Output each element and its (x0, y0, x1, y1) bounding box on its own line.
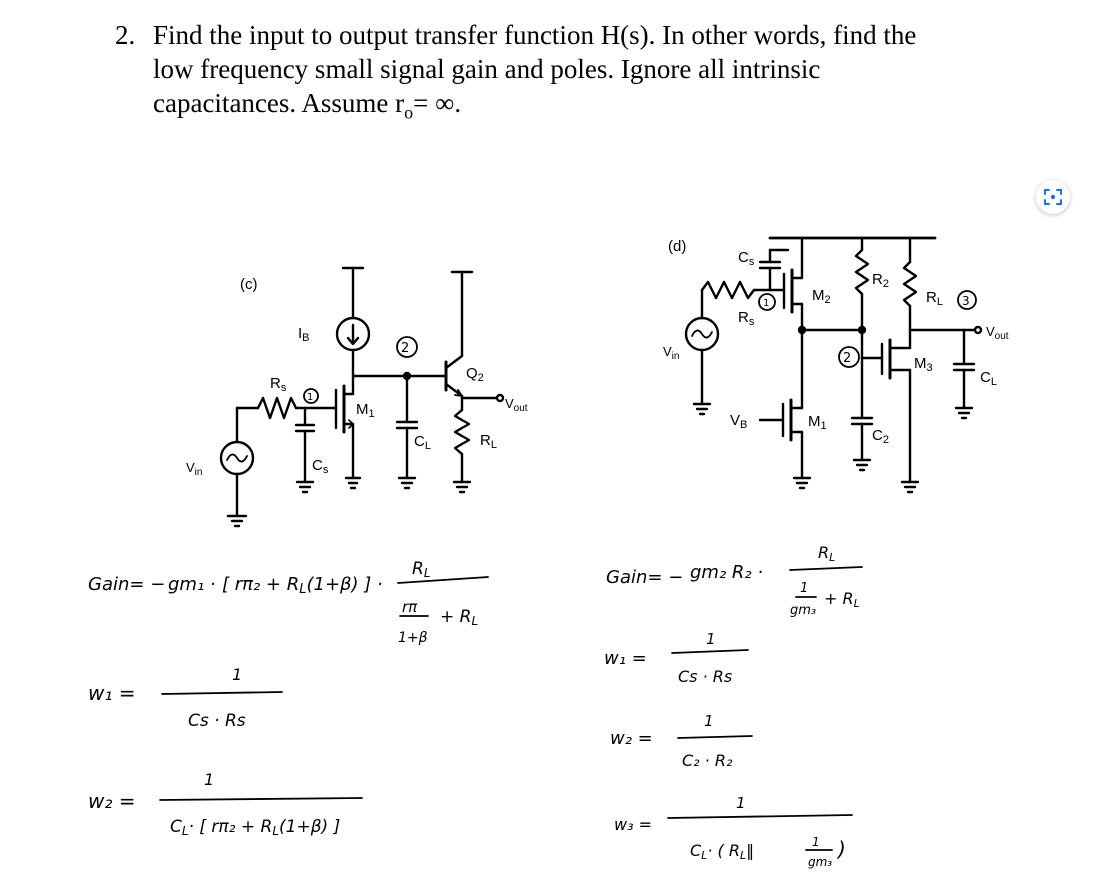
d-w2-label: w₂ = (610, 728, 653, 749)
circuit-c-node-2: 2 (401, 341, 409, 356)
d-frac-den-b: gm₃ (790, 603, 816, 618)
scan-icon (1044, 189, 1062, 205)
circuit-c-ib-label: IB (298, 325, 310, 344)
handwriting-c: Gain= − gm₁ · [ rπ₂ + RL(1+β) ] · RL rπ … (88, 559, 478, 838)
d-frac-den-a: 1 (800, 581, 808, 596)
circuit-c-node-1: 1 (307, 392, 313, 403)
circuit-d-label: (d) (668, 238, 686, 255)
d-frac-num: RL (818, 543, 835, 564)
d-w2-den: C₂ · R₂ (682, 751, 733, 770)
circuit-d-m3-label: M3 (914, 355, 933, 374)
circuit-d-r2-label: R2 (872, 271, 889, 290)
c-frac-den-c: + RL (440, 607, 478, 628)
circuit-d-node-3: 3 (962, 294, 970, 308)
c-w1-label: w₁ = (88, 681, 136, 705)
c-frac-den-b: 1+β (398, 630, 428, 646)
d-w2-num: 1 (704, 712, 714, 730)
circuit-c-label: (c) (240, 276, 258, 293)
problem-line-1: Find the input to output transfer functi… (153, 20, 917, 50)
d-w3-den-d-num: 1 (812, 835, 820, 849)
circuit-c: (c) Vin Rs 1 Cs M1 (186, 266, 528, 528)
c-w1-num: 1 (232, 665, 242, 684)
handwriting-d: Gain= − gm₂ R₂ · RL 1 gm₃ + RL w₁ = 1 Cs… (604, 543, 860, 869)
circuit-c-cl-label: CL (414, 433, 431, 452)
handwriting-c-lines (159, 576, 489, 801)
d-gain-label: Gain= − (606, 567, 683, 588)
problem-line-3: capacitances. Assume ro= ∞. (153, 88, 462, 123)
problem-number: 2. (115, 20, 136, 50)
c-w2-label: w₂ = (88, 789, 136, 813)
circuit-d-c2-label: C2 (872, 427, 889, 446)
circuit-c-vin-label: Vin (186, 460, 202, 478)
circuit-c-vout-label: Vout (505, 396, 528, 414)
circuit-c-rl-label: RL (480, 432, 497, 451)
circuit-d-vb-label: VB (730, 412, 747, 431)
circuit-c-cs-label: Cs (312, 457, 329, 476)
circuit-d-node-1: 1 (763, 298, 769, 309)
circuit-d-rs-label: Rs (738, 309, 755, 328)
d-frac-den-c: + RL (824, 589, 860, 610)
circuit-d-r2-resistor (854, 248, 870, 296)
circuit-c-rs-label: Rs (270, 375, 287, 394)
d-gm2: gm₂ R₂ · (690, 562, 763, 583)
d-w3-den-e: ) (836, 837, 846, 861)
circuit-d-rs-resistor (700, 280, 756, 300)
d-w1-label: w₁ = (604, 648, 647, 669)
circuit-d-cl-label: CL (980, 369, 997, 388)
circuit-c-rs-resistor (256, 396, 298, 420)
c-w2-num: 1 (204, 770, 214, 789)
problem-line-2: low frequency small signal gain and pole… (153, 54, 821, 84)
d-w3-den-d-den: gm₃ (808, 855, 832, 869)
circuit-d-node-2: 2 (843, 351, 851, 366)
scan-button[interactable] (1036, 180, 1070, 214)
circuit-c-rl-resistor (453, 408, 471, 456)
c-frac-num: RL (412, 559, 431, 580)
d-w1-den: Cs · Rs (678, 667, 732, 686)
circuit-d-m2-label: M2 (812, 287, 831, 306)
circuit-d-rl-label: RL (926, 289, 943, 308)
d-w3-num: 1 (736, 794, 746, 812)
circuit-d-m1-label: M1 (808, 413, 827, 432)
d-w1-num: 1 (706, 630, 716, 648)
circuit-d-rl-resistor (902, 260, 918, 308)
c-w2-den: CL· [ rπ₂ + RL(1+β) ] (170, 817, 340, 838)
c-frac-den-a: rπ (402, 598, 418, 616)
d-w3-label: w₃ = (614, 815, 652, 834)
circuit-c-m1-label: M1 (356, 401, 375, 420)
circuit-d-vout-label: Vout (986, 324, 1009, 342)
handwriting-d-lines (667, 566, 863, 851)
circuit-c-q2-label: Q2 (466, 365, 484, 384)
circuit-d: (d) Vin Rs 1 Cs M2 (663, 236, 1009, 494)
circuit-d-cs-label: Cs (738, 249, 755, 268)
d-w3-den: CL· ( RL‖ (690, 841, 754, 862)
c-bracket: [ rπ₂ + RL(1+β) ] · (222, 574, 383, 597)
c-w1-den: Cs · Rs (188, 711, 246, 731)
c-gain-prefix: Gain= − (88, 574, 165, 595)
c-gm1: gm₁ · (168, 574, 216, 595)
circuit-d-vin-label: Vin (663, 344, 679, 362)
